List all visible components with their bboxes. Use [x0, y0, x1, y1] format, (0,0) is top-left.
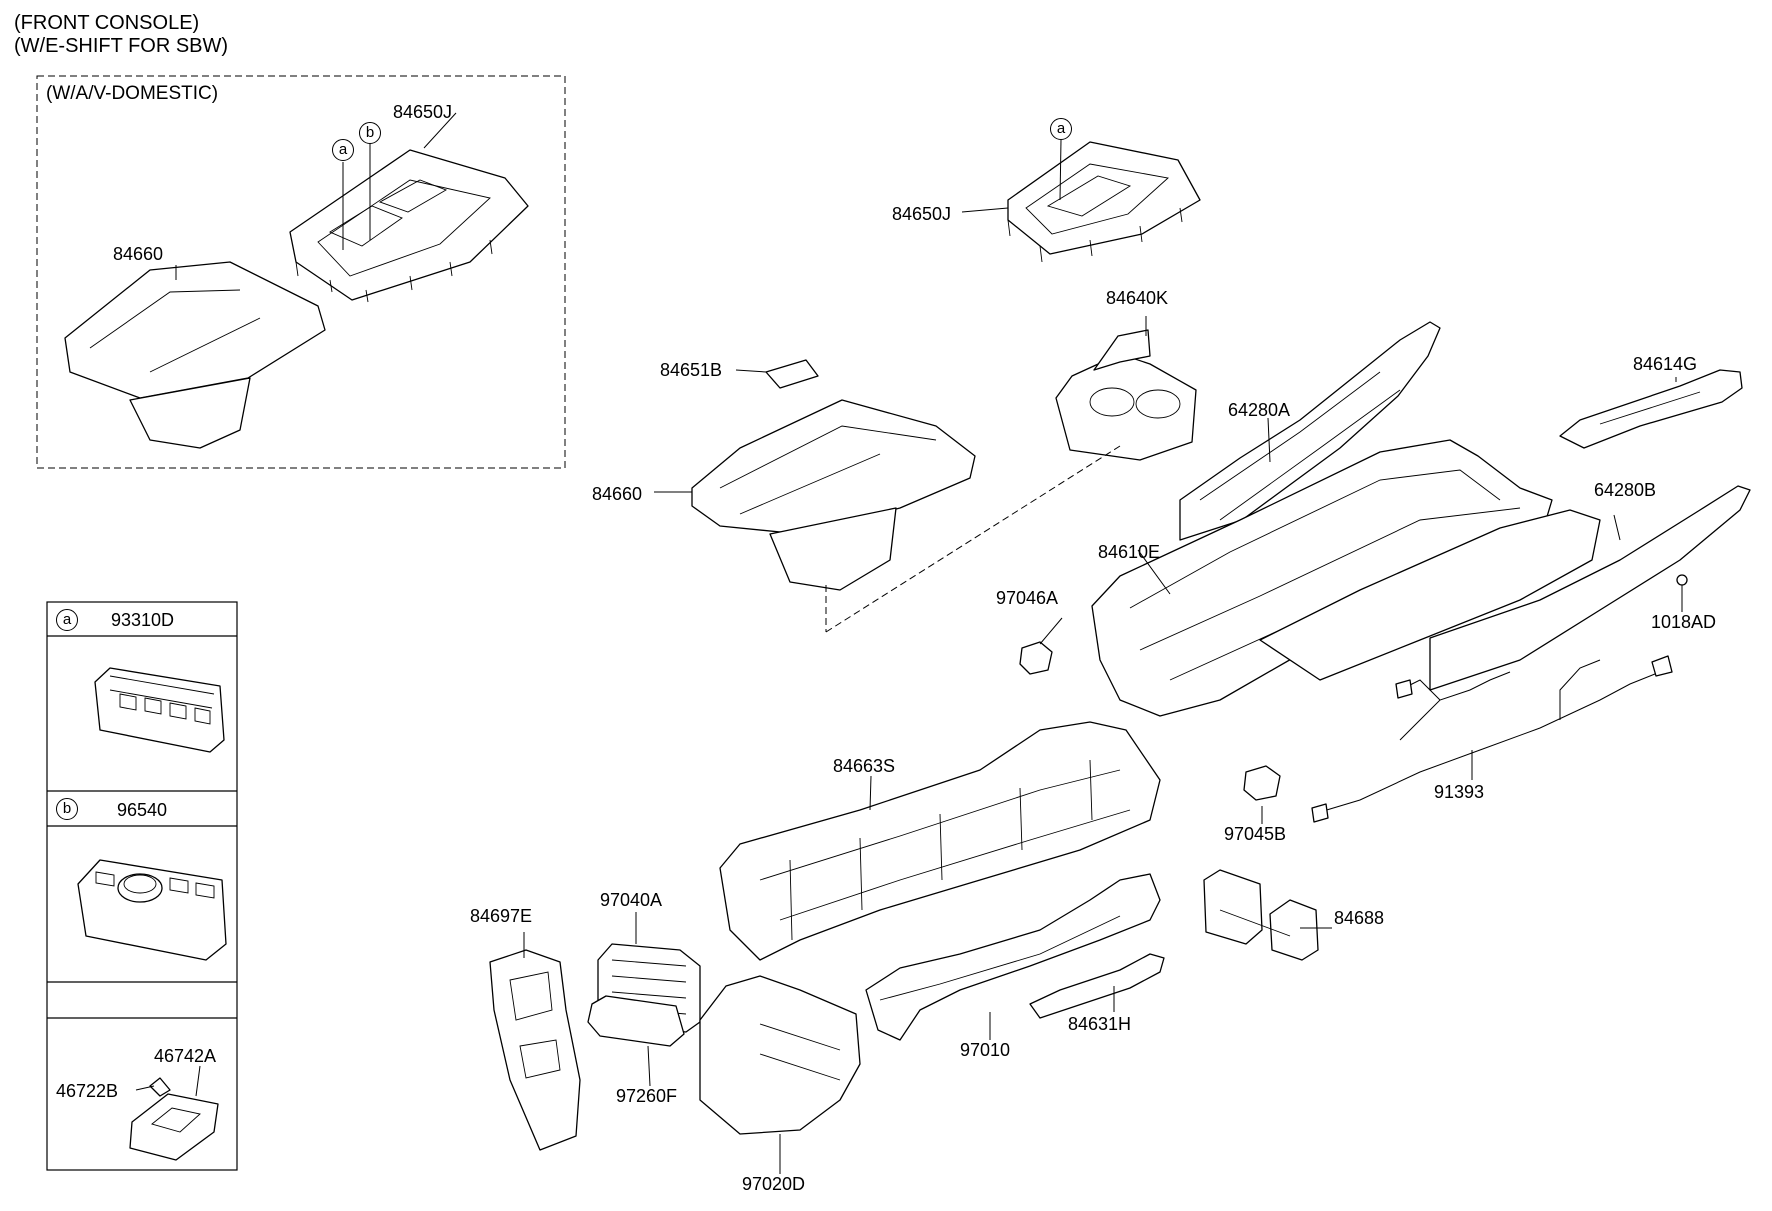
part-84640k[interactable]: 84640K: [1106, 288, 1169, 308]
shift-plate-drawing: [129, 1077, 219, 1161]
legend-part-93310d[interactable]: 93310D: [111, 610, 175, 630]
part-97260f[interactable]: 97260F: [616, 1086, 678, 1106]
bracket-84631h-drawing: [1029, 953, 1165, 1019]
part-97260f-drawing: [587, 995, 685, 1047]
diagram-title-line2: (W/E-SHIFT FOR SBW): [14, 35, 229, 57]
part-97046a[interactable]: 97046A: [996, 588, 1059, 608]
armrest-84660-drawing: [691, 399, 976, 591]
part-84614g[interactable]: 84614G: [1633, 354, 1698, 374]
trim-64280b-drawing: [1429, 485, 1751, 691]
part-64280a[interactable]: 64280A: [1228, 400, 1291, 420]
control-96540-drawing: [77, 859, 227, 961]
part-1018ad[interactable]: 1018AD: [1651, 612, 1717, 632]
part-84650j[interactable]: 84650J: [892, 204, 952, 224]
part-97020d[interactable]: 97020D: [742, 1174, 806, 1194]
variant-bezel-drawing: [289, 149, 529, 303]
switch-97045b-drawing: [1243, 765, 1281, 801]
variant-armrest-part-number[interactable]: 84660: [113, 244, 164, 264]
console-84610e-drawing: [1091, 439, 1601, 717]
part-84697e[interactable]: 84697E: [470, 906, 533, 926]
part-84631h[interactable]: 84631H: [1068, 1014, 1132, 1034]
panel-84697e-drawing: [489, 949, 581, 1151]
switch-97046a-drawing: [1019, 641, 1053, 675]
frame-84663s-drawing: [719, 721, 1161, 961]
screw-1018ad-drawing: [1676, 574, 1688, 612]
legend-frame: [46, 601, 238, 1171]
part-97010[interactable]: 97010: [960, 1040, 1011, 1060]
part-91393[interactable]: 91393: [1434, 782, 1485, 802]
duct-97010-drawing: [865, 873, 1161, 1041]
legend-part-46742a[interactable]: 46742A: [154, 1046, 217, 1066]
variant-dashed-frame: [36, 75, 566, 469]
legend-part-46722b[interactable]: 46722B: [56, 1081, 119, 1101]
part-84610e[interactable]: 84610E: [1098, 542, 1161, 562]
cupholder-84640k-drawing: [1055, 329, 1197, 461]
bracket-84614g-drawing: [1559, 369, 1743, 449]
variant-bezel-leader: [423, 112, 457, 149]
legend-callout-b: b: [56, 798, 78, 820]
legend-callout-a: a: [56, 609, 78, 631]
part-84660[interactable]: 84660: [592, 484, 643, 504]
variant-callout-a: a: [332, 139, 354, 161]
part-84688[interactable]: 84688: [1334, 908, 1385, 928]
part-97045b[interactable]: 97045B: [1224, 824, 1287, 844]
part-84663s[interactable]: 84663S: [833, 756, 896, 776]
duct-97020d-drawing: [699, 975, 861, 1135]
part-64280b[interactable]: 64280B: [1594, 480, 1657, 500]
brackets-84688-drawing: [1203, 869, 1319, 961]
switch-93310d-drawing: [94, 667, 225, 753]
legend-part-96540[interactable]: 96540: [117, 800, 168, 820]
bezel-84650j-drawing: [1007, 141, 1201, 263]
pad-84651b-drawing: [765, 359, 819, 389]
variant-label: (W/A/V-DOMESTIC): [46, 83, 219, 104]
variant-armrest-drawing: [64, 261, 326, 449]
part-97040a[interactable]: 97040A: [600, 890, 663, 910]
harness-91393-drawing: [1311, 655, 1673, 823]
diagram-title-line1: (FRONT CONSOLE): [14, 12, 200, 34]
variant-callout-b: b: [359, 122, 381, 144]
variant-bezel-part-number[interactable]: 84650J: [393, 102, 453, 122]
main-callout-a: a: [1050, 118, 1072, 140]
part-84651b[interactable]: 84651B: [660, 360, 723, 380]
